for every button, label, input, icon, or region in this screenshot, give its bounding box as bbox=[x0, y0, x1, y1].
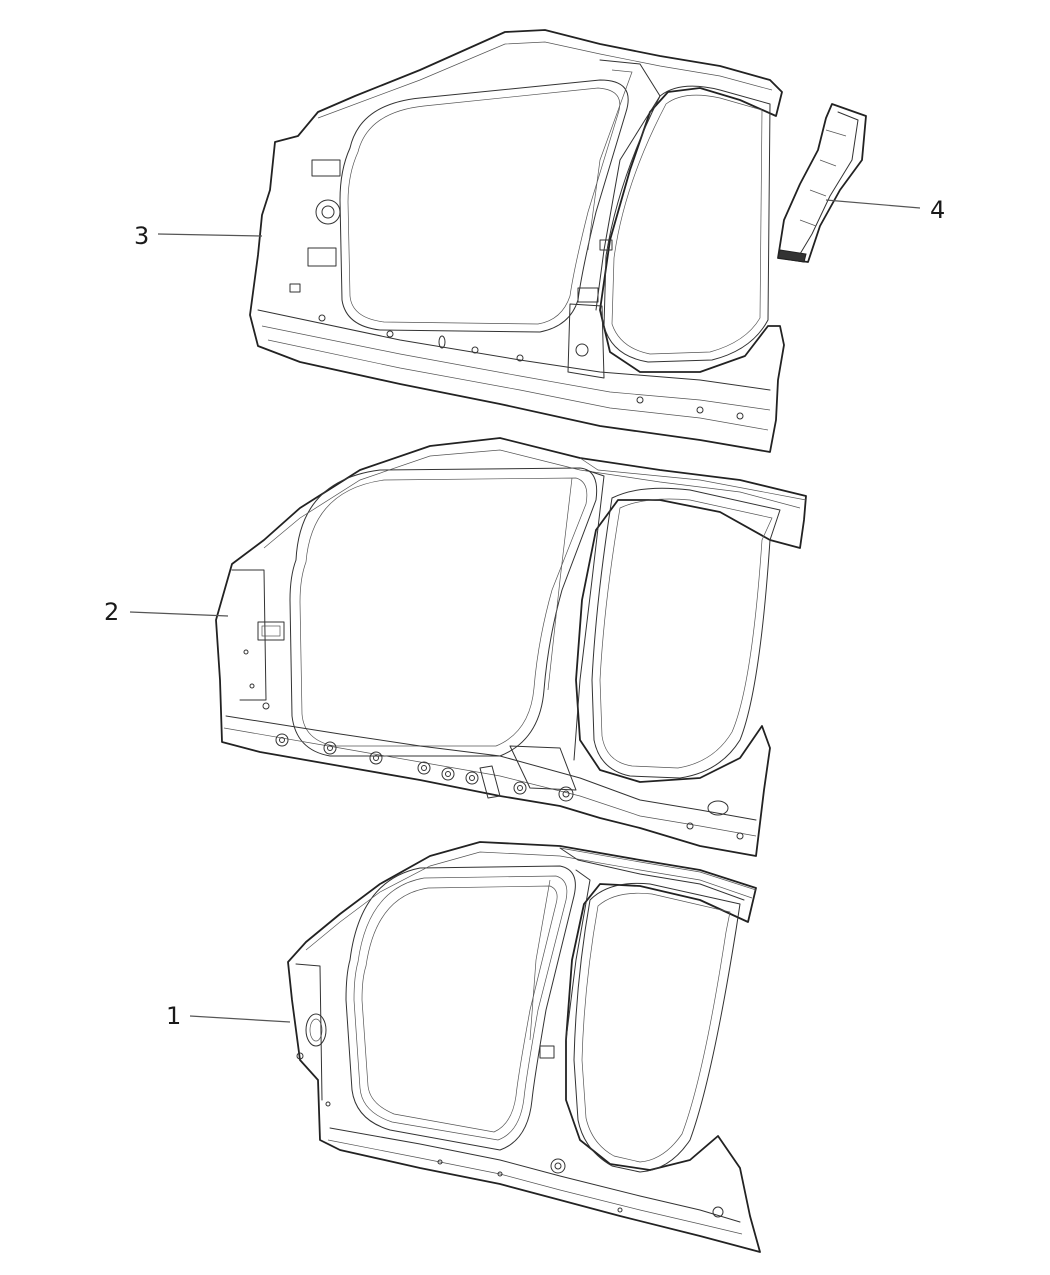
part-2-aperture-reinforcement[interactable] bbox=[215, 437, 807, 857]
callout-label-2: 2 bbox=[104, 598, 119, 626]
callout-label-1: 1 bbox=[166, 1002, 181, 1030]
part-4-reinforcement-bracket[interactable] bbox=[777, 103, 867, 263]
callout-4: 4 bbox=[825, 196, 945, 224]
callout-3: 3 bbox=[134, 222, 263, 250]
callout-label-4: 4 bbox=[930, 196, 945, 224]
callout-label-3: 3 bbox=[134, 222, 149, 250]
part-1-body-side-aperture[interactable] bbox=[287, 841, 761, 1253]
callout-1: 1 bbox=[166, 1002, 291, 1030]
callout-2: 2 bbox=[104, 598, 229, 626]
part-3-inner-body-side[interactable] bbox=[249, 29, 785, 453]
